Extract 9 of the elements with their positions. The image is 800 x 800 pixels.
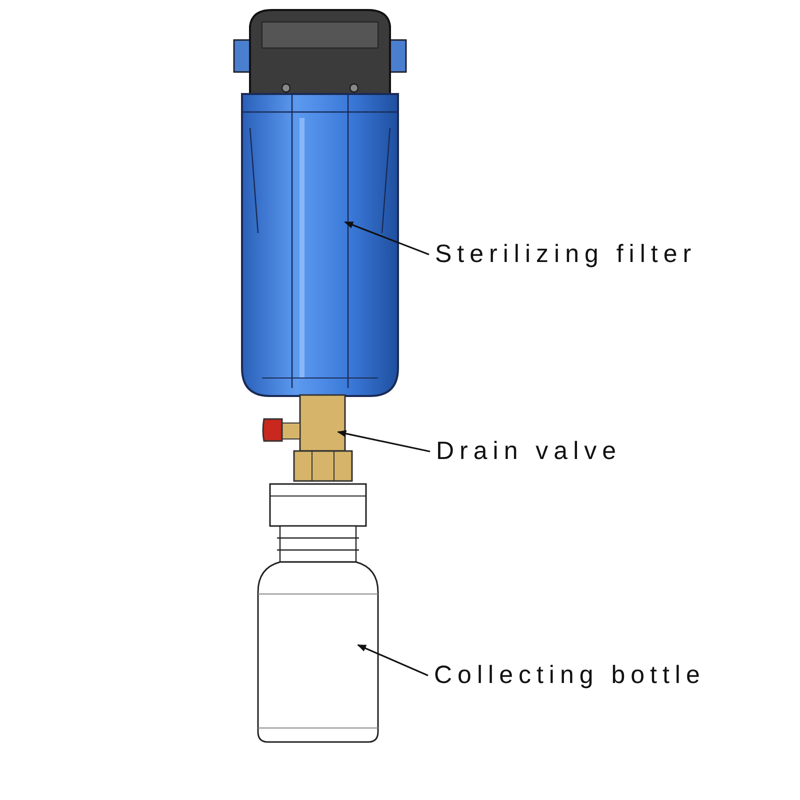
valve-drawing (260, 393, 352, 483)
bottle-drawing (255, 482, 381, 744)
leader-arrow (357, 644, 428, 676)
callout-label: Collecting bottle (434, 661, 706, 690)
leader-arrow (344, 221, 430, 256)
leader-arrow (337, 430, 430, 452)
callout-label: Drain valve (436, 437, 622, 466)
callout-label: Sterilizing filter (435, 240, 697, 269)
filter-drawing (232, 8, 408, 400)
